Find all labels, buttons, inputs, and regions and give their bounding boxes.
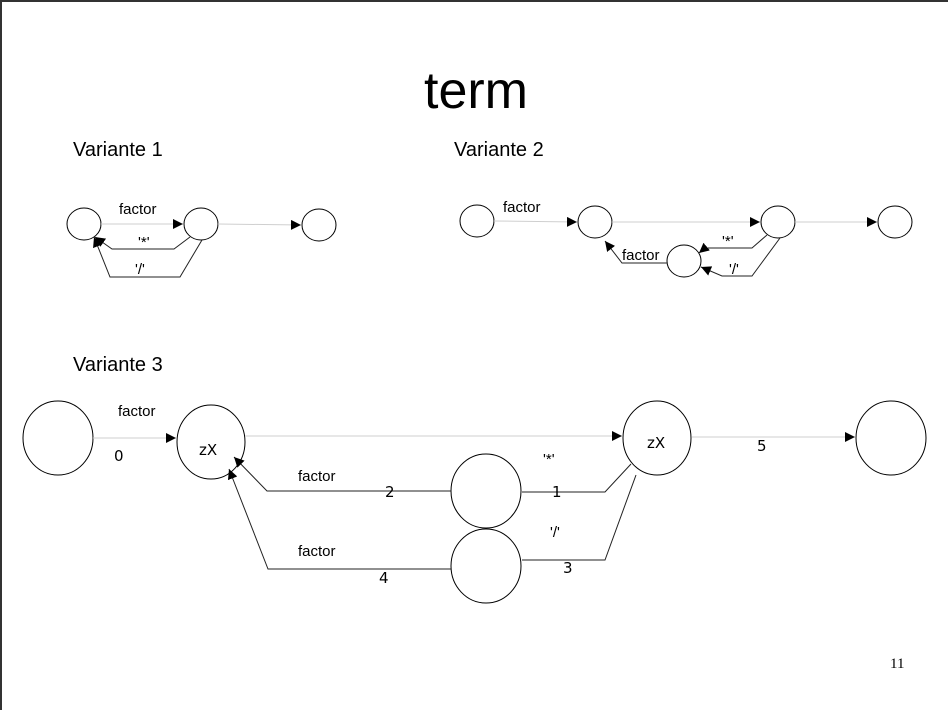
v2-factor-top-label: factor (503, 199, 541, 216)
v3-edge-2-label: 2 (385, 483, 395, 501)
v3-edge-3-label: 3 (563, 559, 573, 577)
v3-slash-node (450, 528, 522, 604)
v3-edge-1-label: 1 (552, 483, 562, 501)
v1-slash-label: '/' (135, 261, 145, 278)
v3-edge-4-line (227, 468, 451, 570)
v2-factor-loop-label: factor (622, 247, 660, 264)
v1-star-label: '*' (138, 234, 150, 251)
v1-star-loop (94, 236, 191, 250)
v2-loop-node (666, 244, 702, 278)
v3-zx-right-label: zX (647, 434, 665, 452)
v2-factor-arrow (493, 216, 578, 227)
variante1-heading: Variante 1 (73, 139, 163, 161)
v3-start-node (22, 400, 94, 476)
v2-second-node (577, 205, 613, 239)
slide-title: term (424, 62, 528, 120)
v3-slash-label: '/' (550, 524, 560, 541)
v1-start-node (66, 207, 102, 241)
v2-end-node (877, 205, 913, 239)
v1-middle-node (183, 207, 219, 241)
v3-edge-4-label: 4 (379, 569, 389, 587)
v3-factor-bottom-label: factor (298, 543, 336, 560)
v3-edge-5-label: 5 (757, 437, 767, 455)
v3-zx-left-label: zX (199, 441, 217, 459)
v1-slash-loop (93, 236, 203, 278)
page-number: 11 (890, 656, 905, 672)
variante2-diagram: factor factor '*' '/' (459, 199, 913, 278)
variante3-diagram: zX zX factor factor factor '*' '/' 0 1 2… (22, 400, 927, 604)
v2-factor-loop-back (604, 240, 667, 264)
v1-exit-arrow (217, 219, 302, 230)
v2-star-label: '*' (722, 233, 734, 250)
v3-edge-1-line (522, 463, 632, 493)
v3-factor-top-label: factor (118, 403, 156, 420)
v3-factor-mid-label: factor (298, 468, 336, 485)
v3-zx-right-node (622, 400, 692, 476)
v3-edge-3-line (522, 474, 637, 561)
variante3-heading: Variante 3 (73, 354, 163, 376)
v1-end-node (301, 208, 337, 242)
v1-factor-label: factor (119, 201, 157, 218)
v2-start-node (459, 204, 495, 238)
v3-edge-2-line (233, 456, 451, 492)
v2-operator-node (760, 205, 796, 239)
v2-slash-branch (700, 237, 781, 277)
v3-zx-left-node (176, 404, 246, 480)
variante2-heading: Variante 2 (454, 139, 544, 161)
v2-slash-label: '/' (729, 261, 739, 278)
v3-end-node (855, 400, 927, 476)
v3-star-label: '*' (543, 451, 555, 468)
v3-edge-0-label: 0 (114, 447, 124, 465)
v2-star-branch (698, 234, 768, 254)
v3-star-node (450, 453, 522, 529)
variante1-diagram: factor '*' '/' (66, 201, 337, 278)
